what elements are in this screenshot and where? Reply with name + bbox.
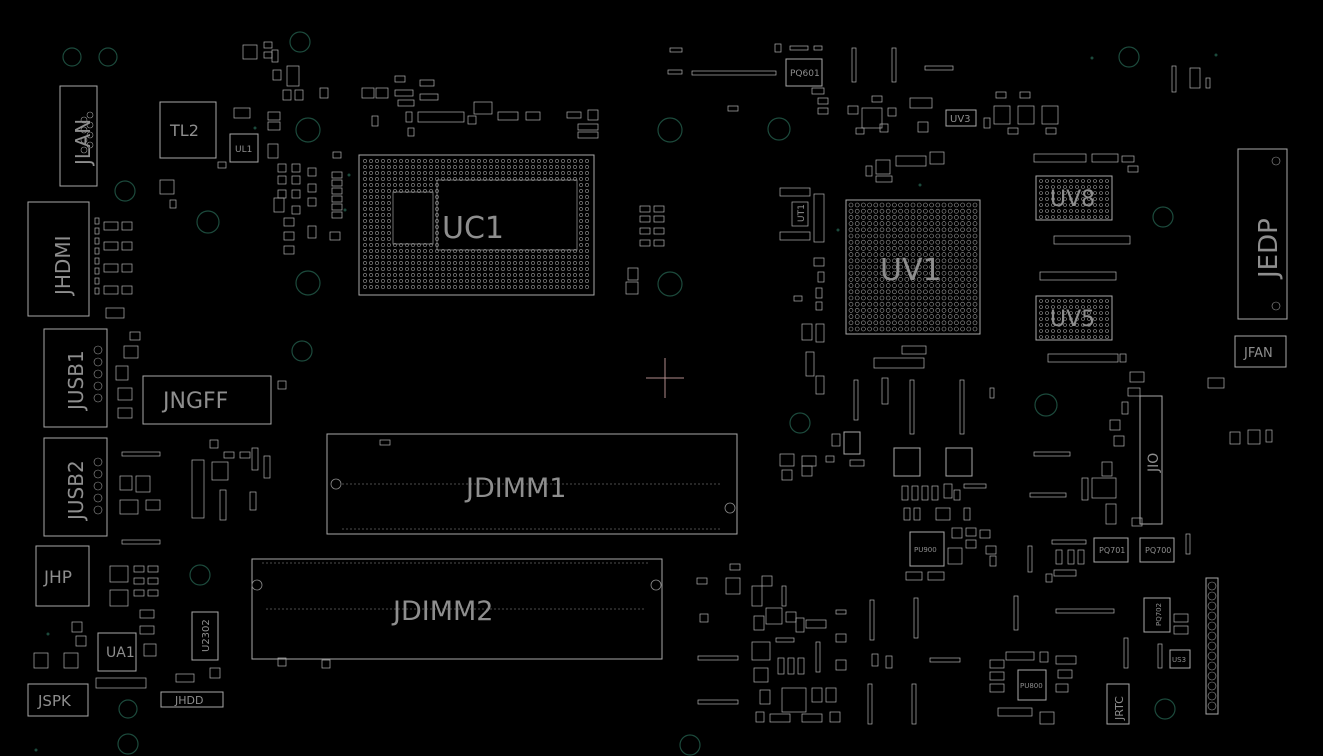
connector-jhdmi: JHDMI <box>27 201 100 317</box>
right-edge-passives <box>1171 65 1273 445</box>
label-tl2: TL2 <box>169 121 199 140</box>
connector-jdimm2: JDIMM2 <box>251 558 663 660</box>
connector-jdimm1: JDIMM1 <box>326 433 738 535</box>
bottom-center-passives <box>696 563 961 725</box>
component-u2302: U2302 <box>191 611 219 661</box>
component-uv8: UV8 <box>1035 175 1113 221</box>
label-uv8: UV8 <box>1050 187 1095 212</box>
label-jedp: JEDP <box>1254 218 1284 280</box>
label-jngff: JNGFF <box>161 389 228 414</box>
hdmi-passives <box>103 221 133 319</box>
connector-jusb1: JUSB1 <box>43 328 108 428</box>
label-ut1: UT1 <box>797 204 807 222</box>
top-middle-passives <box>667 43 954 135</box>
label-u2302: U2302 <box>201 619 212 652</box>
uv-small-regs <box>983 91 1059 135</box>
component-ut1: UT1 <box>797 204 807 222</box>
label-jio: JIO <box>1146 453 1162 473</box>
vram-passives <box>1033 153 1139 363</box>
connector-jio: JIO <box>1139 395 1163 525</box>
label-jrtc: JRTC <box>1113 696 1126 721</box>
connector-jusb2: JUSB2 <box>43 437 108 537</box>
component-ua1: UA1 <box>97 632 137 672</box>
label-pu800: PU800 <box>1020 682 1043 690</box>
label-ul1: UL1 <box>235 145 252 155</box>
dimm-passives <box>277 657 331 669</box>
header-pin-column <box>1205 577 1219 715</box>
misc-passives-topleft <box>159 41 342 255</box>
cpu-top-passives <box>361 75 599 139</box>
connector-jfan: JFAN <box>1234 335 1287 368</box>
power-chokes <box>843 431 973 477</box>
mid-left-passives <box>191 439 271 521</box>
audio-passives <box>71 565 221 689</box>
connector-jrtc: JRTC <box>1106 683 1130 725</box>
component-pq702: PQ702 <box>1143 597 1171 633</box>
component-pu800: PU800 <box>1017 669 1047 701</box>
component-pq601: PQ601 <box>785 58 823 87</box>
label-pu900: PU900 <box>914 546 937 554</box>
label-jusb2: JUSB2 <box>64 460 88 522</box>
label-uc1: UC1 <box>442 211 504 246</box>
component-us3: US3 <box>1169 649 1191 669</box>
label-uv1: UV1 <box>880 253 942 288</box>
label-pq701: PQ701 <box>1099 546 1125 555</box>
component-uv5: UV5 <box>1035 295 1113 341</box>
label-jdimm2: JDIMM2 <box>391 596 494 627</box>
cpu-right-passives <box>625 205 665 295</box>
origin-crosshair <box>646 358 684 398</box>
connector-jhp: JHP <box>35 545 90 607</box>
label-jusb1: JUSB1 <box>64 350 88 412</box>
label-ua1: UA1 <box>106 645 135 661</box>
connector-jspk: JSPK <box>27 652 89 717</box>
label-pq601: PQ601 <box>790 69 820 79</box>
connector-jhdd: JHDD <box>160 691 224 708</box>
label-us3: US3 <box>1172 656 1186 664</box>
connector-jlan: JLAN <box>59 85 98 187</box>
label-jdimm1: JDIMM1 <box>464 473 567 504</box>
vertical-passive-column <box>331 171 343 219</box>
label-jhdmi: JHDMI <box>51 236 75 298</box>
component-tl2: TL2 <box>159 101 217 159</box>
component-ul1: UL1 <box>229 133 259 163</box>
label-pq702: PQ702 <box>1155 603 1163 626</box>
label-jlan: JLAN <box>71 119 95 167</box>
label-uv3: UV3 <box>950 114 971 125</box>
label-jhdd: JHDD <box>174 694 203 707</box>
connector-jngff: JNGFF <box>142 375 287 425</box>
component-pq701: PQ701 <box>1093 537 1129 563</box>
power-passives <box>779 379 997 581</box>
label-jhp: JHP <box>43 568 72 588</box>
jio-passives <box>1029 371 1145 527</box>
usb-passives <box>115 331 161 545</box>
component-uc1: UC1 <box>358 154 595 296</box>
label-jfan: JFAN <box>1243 346 1273 361</box>
label-uv5: UV5 <box>1050 307 1095 332</box>
pu800-passives <box>989 651 1077 725</box>
label-jspk: JSPK <box>37 692 72 710</box>
label-pq700: PQ700 <box>1145 546 1171 555</box>
component-uv1: UV1 <box>845 199 981 335</box>
component-uv3: UV3 <box>945 109 977 127</box>
uv1-left-passives <box>779 151 945 405</box>
mounting-holes <box>62 31 1176 756</box>
right-lower-passives <box>1013 533 1191 669</box>
component-pq700: PQ700 <box>1139 537 1175 563</box>
teal-markers <box>34 53 1218 752</box>
connector-jedp: JEDP <box>1237 148 1288 320</box>
component-pu900: PU900 <box>909 531 945 567</box>
